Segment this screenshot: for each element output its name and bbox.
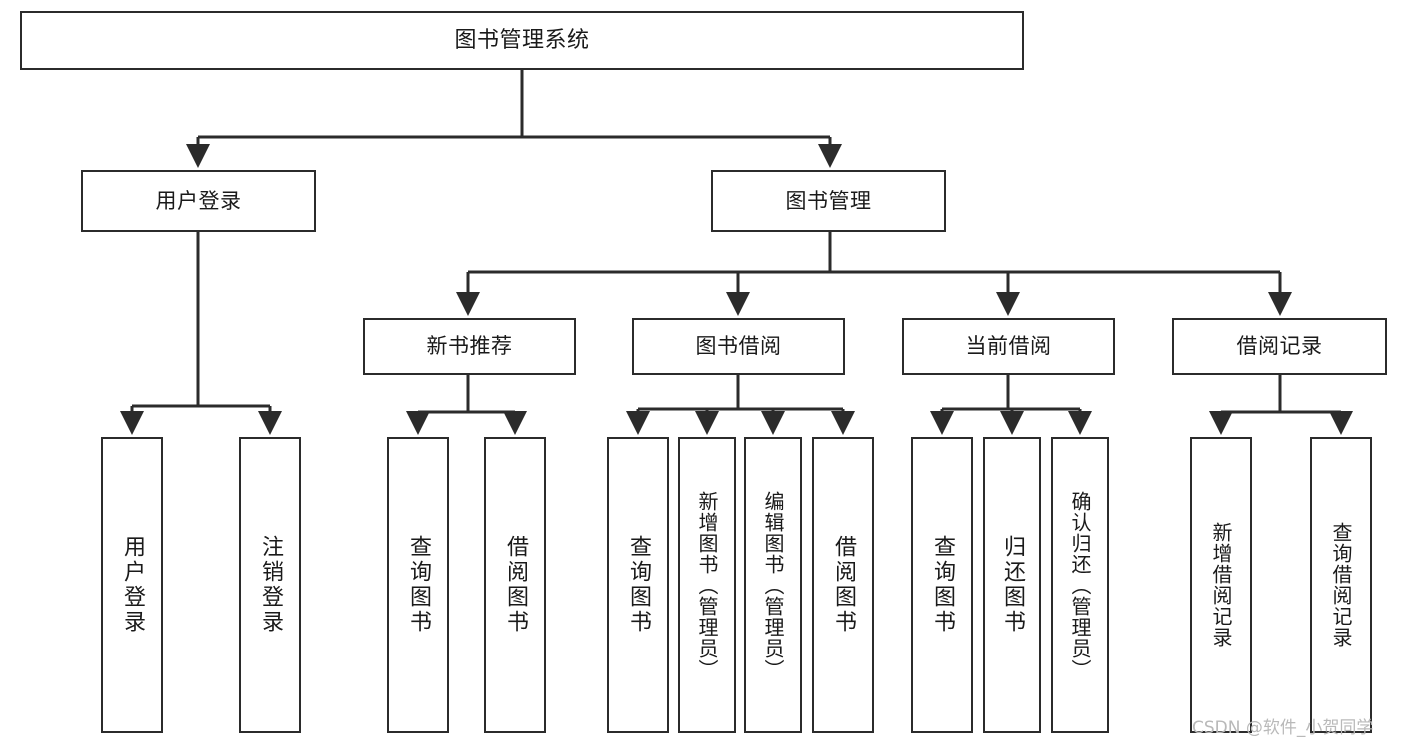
node-user-login-label: 用户登录 [155,188,242,213]
node-leaf-edit-book-label: 编辑图书（管理员） [761,490,785,680]
node-borrow-record-label: 借阅记录 [1236,334,1323,359]
node-leaf-borrow-book-1-label: 借阅图书 [503,535,528,635]
node-leaf-borrow-book-1[interactable]: 借阅图书 [484,437,546,733]
node-leaf-query-book-3-label: 查询图书 [930,535,955,635]
node-leaf-query-book-3[interactable]: 查询图书 [911,437,973,733]
node-leaf-borrow-book-2-label: 借阅图书 [831,535,856,635]
node-leaf-add-record-label: 新增借阅记录 [1209,522,1233,648]
node-leaf-user-login-label: 用户登录 [120,535,145,635]
node-new-book-rec[interactable]: 新书推荐 [363,318,576,375]
node-current-borrow[interactable]: 当前借阅 [902,318,1115,375]
node-leaf-confirm-return-label: 确认归还（管理员） [1068,490,1092,680]
node-leaf-confirm-return[interactable]: 确认归还（管理员） [1051,437,1109,733]
node-root[interactable]: 图书管理系统 [20,11,1024,70]
node-leaf-add-book-label: 新增图书（管理员） [695,490,719,680]
node-leaf-logout[interactable]: 注销登录 [239,437,301,733]
node-leaf-query-record-label: 查询借阅记录 [1329,522,1353,648]
node-leaf-query-book-2-label: 查询图书 [626,535,651,635]
node-new-book-rec-label: 新书推荐 [426,334,513,359]
node-book-borrow[interactable]: 图书借阅 [632,318,845,375]
node-leaf-query-record[interactable]: 查询借阅记录 [1310,437,1372,733]
node-leaf-add-book[interactable]: 新增图书（管理员） [678,437,736,733]
node-borrow-record[interactable]: 借阅记录 [1172,318,1387,375]
node-leaf-add-record[interactable]: 新增借阅记录 [1190,437,1252,733]
node-root-label: 图书管理系统 [454,27,590,53]
node-book-manage[interactable]: 图书管理 [711,170,946,232]
node-leaf-logout-label: 注销登录 [258,535,283,635]
node-leaf-user-login[interactable]: 用户登录 [101,437,163,733]
node-user-login[interactable]: 用户登录 [81,170,316,232]
node-leaf-return-book[interactable]: 归还图书 [983,437,1041,733]
watermark: CSDN @软件_小贺同学 [1192,718,1374,738]
node-leaf-query-book-1[interactable]: 查询图书 [387,437,449,733]
node-leaf-return-book-label: 归还图书 [1000,535,1025,635]
node-leaf-query-book-1-label: 查询图书 [406,535,431,635]
node-leaf-borrow-book-2[interactable]: 借阅图书 [812,437,874,733]
node-leaf-edit-book[interactable]: 编辑图书（管理员） [744,437,802,733]
node-book-borrow-label: 图书借阅 [695,334,782,359]
node-book-manage-label: 图书管理 [785,188,872,213]
node-leaf-query-book-2[interactable]: 查询图书 [607,437,669,733]
node-current-borrow-label: 当前借阅 [965,334,1052,359]
